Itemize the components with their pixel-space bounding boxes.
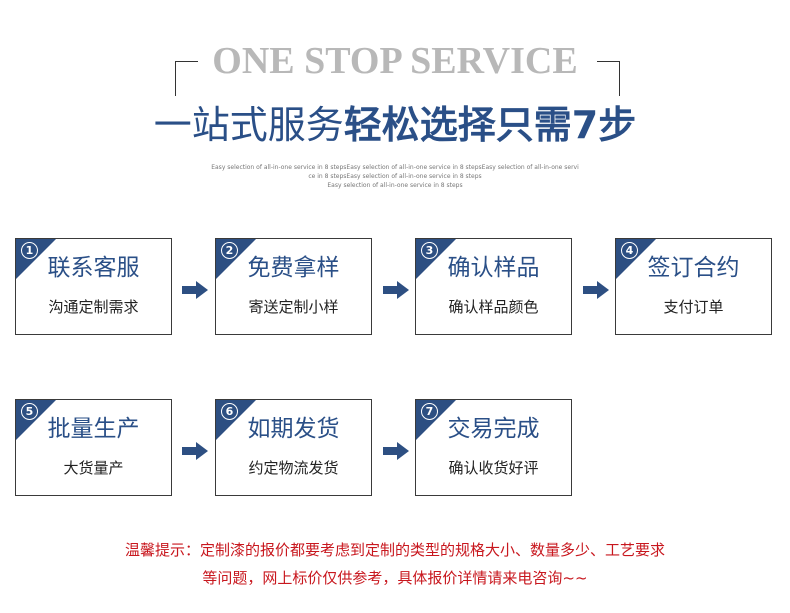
step-card-2: 2 免费拿样 寄送定制小样 bbox=[215, 238, 372, 335]
arrow-right-icon bbox=[383, 281, 409, 299]
chinese-title-light: 一站式服务 bbox=[153, 103, 344, 147]
tip-line-2: 等问题，网上标价仅供参考，具体报价详情请来电咨询~~ bbox=[202, 569, 588, 587]
subtitle-line-1: Easy selection of all-in-one service in … bbox=[211, 164, 579, 171]
chinese-title-bold: 轻松选择只需7步 bbox=[343, 103, 637, 147]
subtitle-line-2: ce in 8 stepsEasy selection of all-in-on… bbox=[308, 173, 482, 180]
step-title-4: 签订合约 bbox=[647, 255, 740, 281]
step-desc-4: 支付订单 bbox=[663, 298, 724, 316]
step-number-3: 3 bbox=[421, 242, 438, 259]
title-bracket-left bbox=[175, 61, 198, 96]
arrow-right-icon bbox=[182, 281, 208, 299]
step-title-7: 交易完成 bbox=[447, 416, 540, 442]
step-title-5: 批量生产 bbox=[47, 416, 140, 442]
step-desc-1: 沟通定制需求 bbox=[48, 298, 139, 316]
chinese-title: 一站式服务轻松选择只需7步 bbox=[0, 100, 790, 150]
step-title-2: 免费拿样 bbox=[247, 255, 340, 281]
step-card-6: 6 如期发货 约定物流发货 bbox=[215, 399, 372, 496]
subtitle-line-3: Easy selection of all-in-one service in … bbox=[327, 182, 463, 189]
step-number-1: 1 bbox=[21, 242, 38, 259]
step-number-2: 2 bbox=[221, 242, 238, 259]
title-bracket-right bbox=[597, 61, 620, 96]
step-number-6: 6 bbox=[221, 403, 238, 420]
step-desc-2: 寄送定制小样 bbox=[248, 298, 339, 316]
arrow-right-icon bbox=[182, 442, 208, 460]
step-card-3: 3 确认样品 确认样品颜色 bbox=[415, 238, 572, 335]
step-number-5: 5 bbox=[21, 403, 38, 420]
step-desc-3: 确认样品颜色 bbox=[448, 298, 539, 316]
step-title-3: 确认样品 bbox=[447, 255, 540, 281]
subtitle: Easy selection of all-in-one service in … bbox=[140, 163, 650, 190]
arrow-right-icon bbox=[383, 442, 409, 460]
step-title-1: 联系客服 bbox=[47, 255, 140, 281]
step-desc-7: 确认收货好评 bbox=[448, 459, 539, 477]
arrow-right-icon bbox=[583, 281, 609, 299]
step-desc-5: 大货量产 bbox=[63, 459, 124, 477]
step-desc-6: 约定物流发货 bbox=[248, 459, 339, 477]
step-card-5: 5 批量生产 大货量产 bbox=[15, 399, 172, 496]
english-title: ONE STOP SERVICE bbox=[212, 40, 578, 82]
step-card-7: 7 交易完成 确认收货好评 bbox=[415, 399, 572, 496]
step-card-4: 4 签订合约 支付订单 bbox=[615, 238, 772, 335]
step-number-7: 7 bbox=[421, 403, 438, 420]
step-title-6: 如期发货 bbox=[247, 416, 340, 442]
step-card-1: 1 联系客服 沟通定制需求 bbox=[15, 238, 172, 335]
tip-line-1: 温馨提示：定制漆的报价都要考虑到定制的类型的规格大小、数量多少、工艺要求 bbox=[124, 541, 665, 559]
step-number-4: 4 bbox=[621, 242, 638, 259]
